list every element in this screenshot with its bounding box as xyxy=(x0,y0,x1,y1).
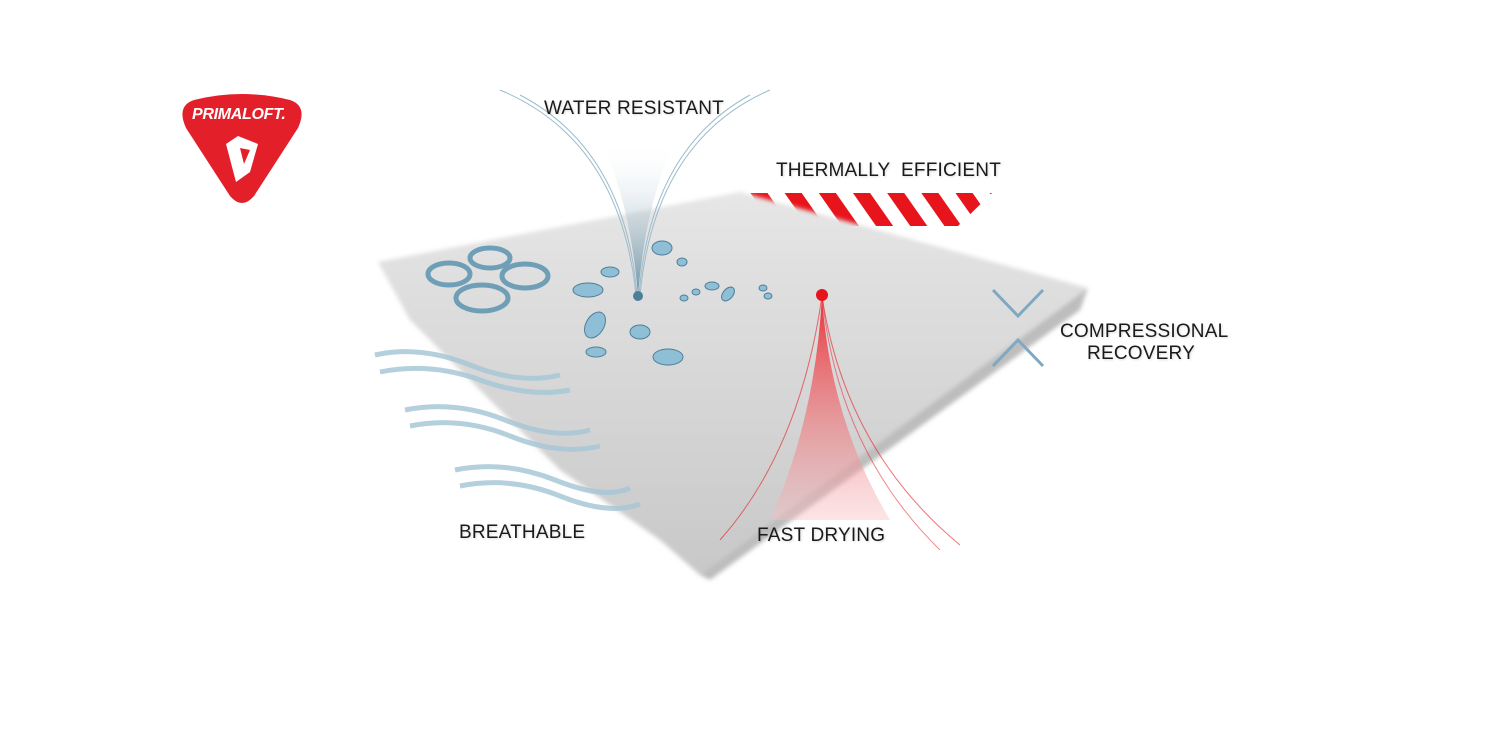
fast-drying-graphic xyxy=(719,289,961,551)
compressional-recovery-label: COMPRESSIONAL RECOVERY xyxy=(1060,321,1229,365)
recovery-label: RECOVERY xyxy=(1087,343,1195,364)
water-resistant-label: WATER RESISTANT xyxy=(544,98,724,119)
breathable-label: BREATHABLE xyxy=(459,522,586,543)
water-resistant-graphic xyxy=(499,89,773,366)
thermally-efficient-label: THERMALLY EFFICIENT xyxy=(776,160,1001,181)
logo-text: PRIMALOFT. xyxy=(192,106,286,123)
compressional-label: COMPRESSIONAL xyxy=(1060,321,1229,342)
fast-drying-label: FAST DRYING xyxy=(757,525,886,546)
breathable-waves xyxy=(374,349,641,511)
breathable-rings xyxy=(425,245,551,314)
compression-chevrons xyxy=(991,288,1045,368)
primaloft-logo xyxy=(182,94,302,203)
water-droplets xyxy=(572,240,773,366)
